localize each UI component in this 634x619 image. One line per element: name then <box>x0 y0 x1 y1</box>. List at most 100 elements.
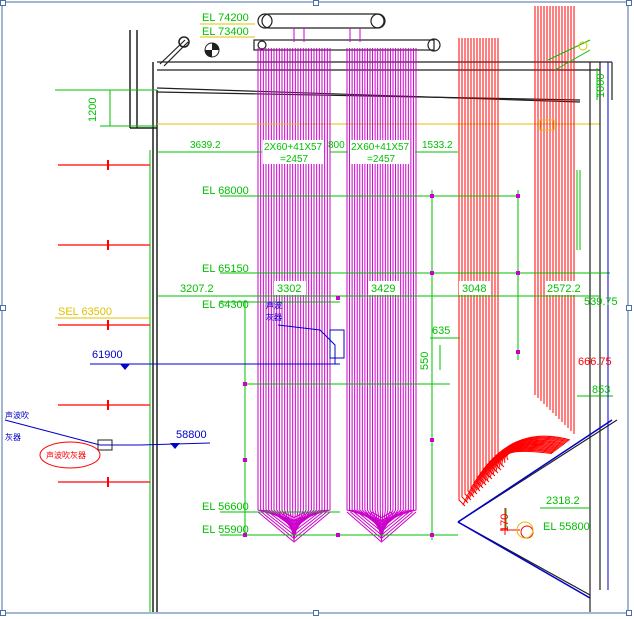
grip-handle-bottom-left[interactable] <box>0 610 6 616</box>
label-el-65150: EL 65150 <box>202 263 249 275</box>
tube-bend <box>350 511 413 540</box>
marker-58800 <box>170 443 180 449</box>
label-3048: 3048 <box>462 283 486 295</box>
label-666: 666.75 <box>578 356 612 368</box>
tube-bend <box>360 511 403 529</box>
note-sootblower-c: 声波 <box>266 300 282 310</box>
note-sootblower-d: 灰器 <box>266 312 282 322</box>
label-800: 800 <box>328 140 345 151</box>
grip-handle-top-left[interactable] <box>0 0 6 6</box>
tube-line <box>381 48 414 523</box>
label-el-56600: EL 56600 <box>202 501 249 513</box>
grip-handle-bottom-mid[interactable] <box>313 610 319 616</box>
tube-line <box>286 48 295 539</box>
right-hatch <box>547 39 591 250</box>
tube-bend <box>278 511 310 522</box>
hopper-blue-line-2 <box>457 521 591 599</box>
yellow-el-lines <box>55 123 300 319</box>
red-cloud-note <box>39 441 101 469</box>
roof-pin <box>178 36 190 48</box>
tube-line <box>377 48 382 540</box>
label-550: 550 <box>419 352 431 370</box>
red-tube-coil <box>474 439 566 494</box>
label-3207-bg <box>176 280 224 294</box>
label-3302-bg <box>274 281 306 295</box>
label-pack1-line2: =2457 <box>280 154 309 165</box>
left-wall <box>129 30 158 612</box>
tube-line <box>381 48 409 526</box>
tube-line <box>381 48 407 527</box>
yellow-marks <box>516 41 588 539</box>
label-2572: 2572.2 <box>547 283 581 295</box>
grip-handle-mid-left[interactable] <box>0 305 6 311</box>
label-58800: 58800 <box>176 429 207 441</box>
label-3302: 3302 <box>277 283 301 295</box>
label-sel-63500: SEL 63500 <box>58 306 112 318</box>
pack2-label-bg <box>350 140 410 164</box>
label-3207: 3207.2 <box>180 283 214 295</box>
label-el-68000: EL 68000 <box>202 185 249 197</box>
blue-leaders <box>4 62 609 590</box>
note-sootblower-a2: 灰器 <box>5 432 21 442</box>
tube-line <box>293 48 326 524</box>
label-2572-bg <box>545 281 589 295</box>
red-tube-coil <box>489 444 560 479</box>
label-1000: 1000 <box>595 74 607 98</box>
label-3639: 3639.2 <box>190 140 221 151</box>
tube-line <box>381 48 417 521</box>
green-dim-lines <box>55 68 613 540</box>
top-headers <box>253 13 441 52</box>
top-header-pink <box>293 28 361 42</box>
label-1533: 1533.2 <box>422 140 453 151</box>
tube-bend <box>282 511 306 519</box>
label-el-73400: EL 73400 <box>202 26 249 38</box>
label-3429-bg <box>368 281 400 295</box>
pack1-label-bg <box>263 140 323 164</box>
label-61900: 61900 <box>92 349 123 361</box>
label-635: 635 <box>432 325 450 337</box>
tube-bend <box>364 511 399 526</box>
grip-handle-top-right[interactable] <box>626 0 632 6</box>
tube-line <box>289 48 295 540</box>
red-tube-coil <box>468 437 568 500</box>
label-1200: 1200 <box>87 98 99 122</box>
grip-handle-mid-right[interactable] <box>626 305 632 311</box>
tube-bank-2 <box>346 48 417 543</box>
sootblower-arrows <box>58 164 150 483</box>
red-tube-coil <box>492 446 559 476</box>
label-170: 170 <box>499 514 511 532</box>
tube-line <box>293 48 328 523</box>
tube-line <box>293 48 320 527</box>
label-3048-bg <box>459 281 491 295</box>
tube-bank-red <box>458 6 575 507</box>
grip-handle-top-mid[interactable] <box>313 0 319 6</box>
crosshair-mark <box>204 42 220 58</box>
hopper-blue-line <box>457 419 613 523</box>
label-pack2-line2: =2457 <box>367 154 396 165</box>
label-853: 853 <box>592 384 610 396</box>
label-el-55800: EL 55800 <box>543 521 590 533</box>
tube-line <box>381 48 412 524</box>
tube-line <box>372 48 382 537</box>
red-tube-coil <box>471 438 567 497</box>
roof-lines <box>156 39 600 103</box>
tube-bend <box>257 511 331 543</box>
tube-bend <box>346 511 417 543</box>
tube-line <box>293 48 323 526</box>
grip-handle-bottom-right[interactable] <box>626 610 632 616</box>
tube-bend <box>261 511 327 540</box>
red-tube-line <box>497 38 505 468</box>
label-pack1-line1: 2X60+41X57 <box>264 142 323 153</box>
tube-bend <box>271 511 317 529</box>
note-sootblower-b: 声波吹灰器 <box>46 450 86 460</box>
tube-bank-1 <box>257 48 331 543</box>
red-tube-coil <box>506 450 553 461</box>
sootblower-box <box>97 439 113 451</box>
tube-bend <box>275 511 313 526</box>
tube-bend <box>268 511 320 533</box>
label-el-74200: EL 74200 <box>202 12 249 24</box>
note-sootblower-a1: 声波吹 <box>5 410 29 420</box>
label-3429: 3429 <box>371 283 395 295</box>
tube-bend <box>367 511 396 522</box>
